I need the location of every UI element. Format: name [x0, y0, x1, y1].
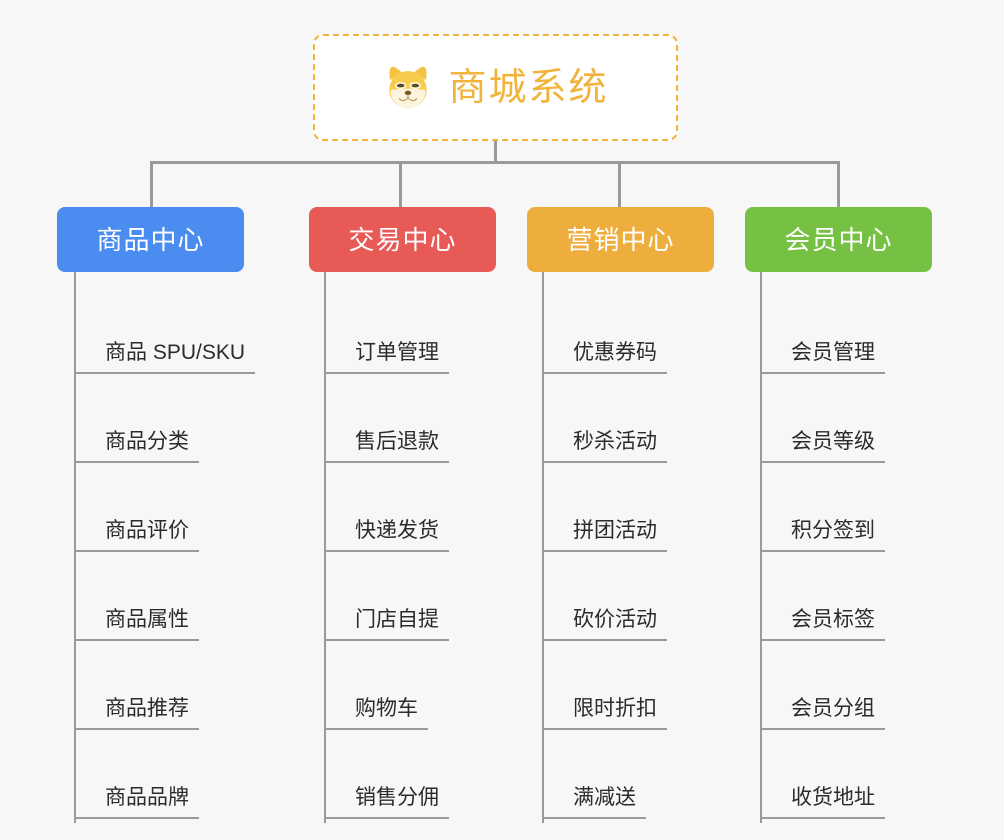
leaf-label: 会员等级: [760, 430, 885, 463]
leaf-item[interactable]: 商品分类: [74, 378, 257, 467]
branch-column-2: 交易中心 订单管理 售后退款 快递发货 门店自提 购物车 销售分佣: [309, 207, 505, 823]
branch-column-3: 营销中心 优惠券码 秒杀活动 拼团活动 砍价活动 限时折扣 满减送: [527, 207, 723, 823]
leaf-item[interactable]: 购物车: [324, 645, 505, 734]
leaf-label: 会员管理: [760, 341, 885, 374]
category-box-4[interactable]: 会员中心: [745, 207, 932, 272]
category-box-1[interactable]: 商品中心: [57, 207, 244, 272]
leaf-label: 秒杀活动: [542, 430, 667, 463]
leaf-label: 购物车: [324, 697, 428, 730]
leaf-item[interactable]: 商品推荐: [74, 645, 257, 734]
category-label-4: 会员中心: [784, 224, 893, 255]
leaf-label: 快递发货: [324, 519, 449, 552]
leaf-item[interactable]: 商品评价: [74, 467, 257, 556]
leaf-item[interactable]: 优惠券码: [542, 289, 723, 378]
connector-horizontal-bus: [150, 161, 839, 164]
leaf-rail-1: 商品 SPU/SKU 商品分类 商品评价 商品属性 商品推荐 商品品牌: [74, 272, 257, 823]
leaf-item[interactable]: 会员等级: [760, 378, 941, 467]
leaf-label: 商品分类: [74, 430, 199, 463]
leaf-item[interactable]: 会员分组: [760, 645, 941, 734]
leaf-item[interactable]: 订单管理: [324, 289, 505, 378]
category-label-1: 商品中心: [96, 224, 205, 255]
category-box-2[interactable]: 交易中心: [309, 207, 496, 272]
leaf-label: 优惠券码: [542, 341, 667, 374]
category-box-3[interactable]: 营销中心: [527, 207, 714, 272]
branch-column-4: 会员中心 会员管理 会员等级 积分签到 会员标签 会员分组 收货地址: [745, 207, 941, 823]
category-label-2: 交易中心: [348, 224, 457, 255]
leaf-label: 砍价活动: [542, 608, 667, 641]
leaf-label: 会员分组: [760, 697, 885, 730]
leaf-label: 商品 SPU/SKU: [74, 341, 256, 374]
root-node[interactable]: 商城系统: [313, 34, 678, 141]
branch-column-1: 商品中心 商品 SPU/SKU 商品分类 商品评价 商品属性 商品推荐 商品品牌: [57, 207, 257, 823]
leaf-item[interactable]: 拼团活动: [542, 467, 723, 556]
leaf-item[interactable]: 会员管理: [760, 289, 941, 378]
shiba-dog-face-icon: [389, 66, 428, 108]
leaf-label: 门店自提: [324, 608, 449, 641]
leaf-item[interactable]: 门店自提: [324, 556, 505, 645]
leaf-label: 收货地址: [760, 786, 885, 819]
leaf-item[interactable]: 会员标签: [760, 556, 941, 645]
leaf-label: 商品属性: [74, 608, 199, 641]
leaf-item[interactable]: 快递发货: [324, 467, 505, 556]
leaf-rail-2: 订单管理 售后退款 快递发货 门店自提 购物车 销售分佣: [324, 272, 505, 823]
leaf-item[interactable]: 商品品牌: [74, 734, 257, 823]
connector-drop-1: [150, 161, 153, 207]
leaf-item[interactable]: 收货地址: [760, 734, 941, 823]
connector-drop-4: [837, 161, 840, 207]
leaf-label: 限时折扣: [542, 697, 667, 730]
leaf-rail-3: 优惠券码 秒杀活动 拼团活动 砍价活动 限时折扣 满减送: [542, 272, 723, 823]
category-label-3: 营销中心: [566, 224, 675, 255]
connector-drop-2: [399, 161, 402, 207]
leaf-item[interactable]: 积分签到: [760, 467, 941, 556]
leaf-label: 满减送: [542, 786, 646, 819]
leaf-label: 销售分佣: [324, 786, 449, 819]
leaf-label: 商品品牌: [74, 786, 199, 819]
leaf-item[interactable]: 满减送: [542, 734, 723, 823]
leaf-label: 售后退款: [324, 430, 449, 463]
leaf-label: 积分签到: [760, 519, 885, 552]
leaf-item[interactable]: 销售分佣: [324, 734, 505, 823]
leaf-label: 商品推荐: [74, 697, 199, 730]
leaf-item[interactable]: 限时折扣: [542, 645, 723, 734]
connector-root-stem: [494, 141, 497, 163]
leaf-item[interactable]: 秒杀活动: [542, 378, 723, 467]
leaf-item[interactable]: 商品属性: [74, 556, 257, 645]
leaf-rail-4: 会员管理 会员等级 积分签到 会员标签 会员分组 收货地址: [760, 272, 941, 823]
leaf-label: 会员标签: [760, 608, 885, 641]
leaf-item[interactable]: 商品 SPU/SKU: [74, 289, 257, 378]
leaf-item[interactable]: 售后退款: [324, 378, 505, 467]
connector-drop-3: [618, 161, 621, 207]
leaf-item[interactable]: 砍价活动: [542, 556, 723, 645]
leaf-label: 订单管理: [324, 341, 449, 374]
leaf-label: 商品评价: [74, 519, 199, 552]
leaf-label: 拼团活动: [542, 519, 667, 552]
root-title: 商城系统: [448, 66, 609, 109]
